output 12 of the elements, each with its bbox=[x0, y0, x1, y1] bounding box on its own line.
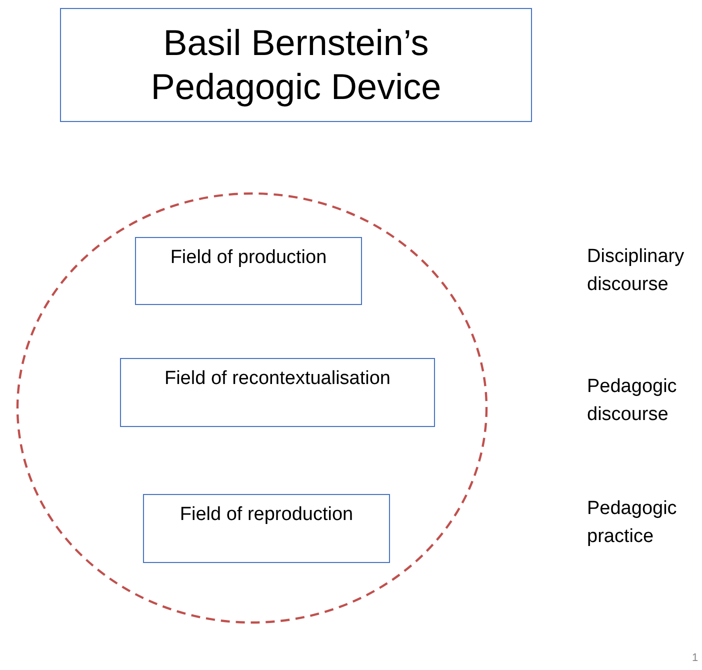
side-label: Pedagogic discourse bbox=[587, 375, 678, 427]
box-label: Field of recontextualisation bbox=[163, 367, 392, 391]
field-box bbox=[135, 237, 362, 305]
field-box bbox=[120, 358, 435, 427]
page-number: 1 bbox=[692, 652, 698, 665]
box-label: Field of production bbox=[169, 246, 328, 270]
title-text: Basil Bernstein’s Pedagogic Device bbox=[150, 21, 442, 109]
field-box bbox=[143, 494, 390, 563]
side-label: Disciplinary discourse bbox=[587, 245, 686, 297]
box-label: Field of reproduction bbox=[178, 503, 354, 527]
side-label: Pedagogic practice bbox=[587, 497, 678, 549]
title-box bbox=[60, 8, 532, 122]
